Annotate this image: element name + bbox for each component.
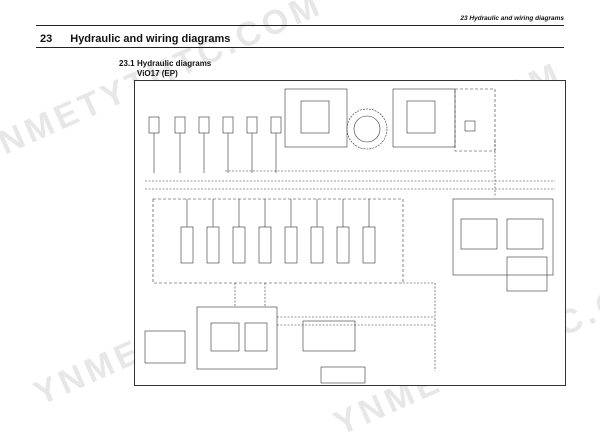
section-subtitle: ViO17 (EP) [137,69,178,78]
reservoir-block [454,88,496,152]
control-valve [152,198,404,284]
travel-motor-right [392,88,456,148]
chapter-rule [36,47,564,48]
travel-motor-left [284,88,348,148]
pilot-valves [452,198,554,276]
hydraulic-diagram [134,80,566,386]
dozer-cylinder [302,320,356,352]
section-title: Hydraulic diagrams [137,59,212,68]
pump-unit [196,306,278,370]
running-header: 23 Hydraulic and wiring diagrams [36,15,564,26]
engine-block [144,330,186,364]
chapter-title: Hydraulic and wiring diagrams [70,33,231,45]
hydraulic-schematic [144,88,555,384]
cylinder-group [148,116,282,173]
section-number: 23.1 [119,59,135,68]
chapter-number: 23 [40,33,53,45]
chapter-heading: 23 Hydraulic and wiring diagrams [40,33,230,45]
swivel-joint [346,108,388,150]
